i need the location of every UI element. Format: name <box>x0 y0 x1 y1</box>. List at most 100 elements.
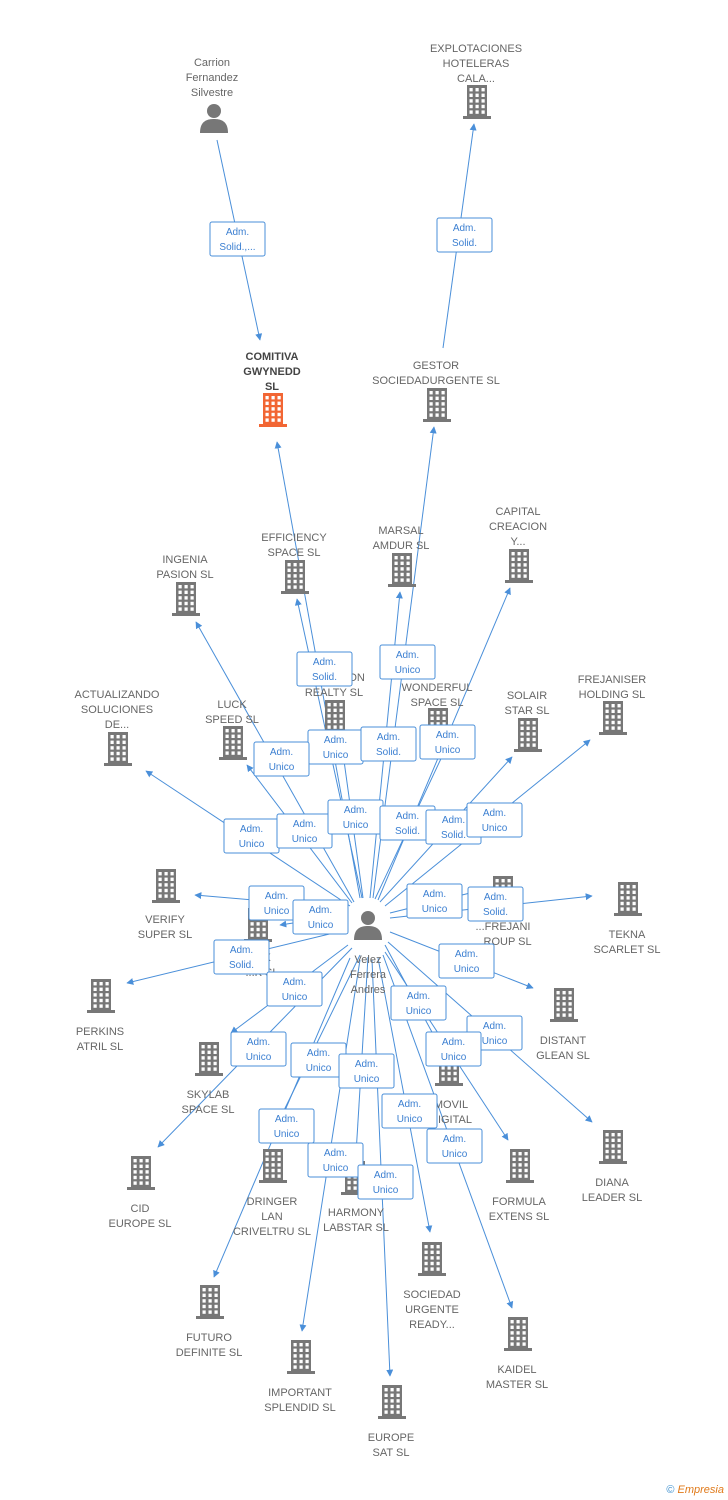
node-label: SPLENDID SL <box>264 1402 336 1414</box>
relation-label-gestor-explotaciones[interactable]: Adm.Solid. <box>436 217 493 253</box>
node-label: SCARLET SL <box>593 944 660 956</box>
building-icon[interactable] <box>505 549 533 583</box>
relation-label-velez-sociedadurgente[interactable]: Adm.Unico <box>381 1093 438 1129</box>
node-label: EUROPE <box>368 1432 414 1444</box>
node-sociedadurgente[interactable]: SOCIEDADURGENTEREADY... <box>403 1242 461 1331</box>
building-icon[interactable] <box>418 1242 446 1276</box>
node-label: GLEAN SL <box>536 1050 590 1062</box>
relation-label-velez-actualizando[interactable]: Adm.Unico <box>223 818 280 854</box>
relation-text: Adm. <box>398 1099 421 1110</box>
relation-label-velez-futuro[interactable]: Adm.Unico <box>258 1108 315 1144</box>
relation-label-velez-cid[interactable]: Adm.Unico <box>230 1031 287 1067</box>
relation-text: Unico <box>323 1163 349 1174</box>
node-capital[interactable]: CAPITALCREACIONY... <box>489 506 547 583</box>
relation-label-velez-kaidel[interactable]: Adm.Unico <box>426 1128 483 1164</box>
relation-label-velez-efficiency[interactable]: Adm.Unico <box>307 729 364 765</box>
building-icon[interactable] <box>504 1317 532 1351</box>
relation-label-velez-capital[interactable]: Adm.Unico <box>419 724 476 760</box>
footer-brand: © Empresia <box>666 1484 724 1496</box>
node-label: DISTANT <box>540 1035 587 1047</box>
node-label: Ferrera <box>350 969 387 981</box>
relation-text: Adm. <box>442 1037 465 1048</box>
relation-label-velez-important[interactable]: Adm.Unico <box>307 1142 364 1178</box>
building-icon[interactable] <box>127 1156 155 1190</box>
building-icon[interactable] <box>104 732 132 766</box>
relation-label-velez-harmony[interactable]: Adm.Unico <box>338 1053 395 1089</box>
relation-label-velez-frejaniser[interactable]: Adm.Unico <box>466 802 523 838</box>
node-label: TEKNA <box>609 929 646 941</box>
building-icon[interactable] <box>152 869 180 903</box>
relation-label-velez-movil[interactable]: Adm.Unico <box>390 985 447 1021</box>
building-icon[interactable] <box>423 388 451 422</box>
building-icon[interactable] <box>259 393 287 427</box>
building-icon[interactable] <box>287 1340 315 1374</box>
building-icon[interactable] <box>259 1149 287 1183</box>
building-icon[interactable] <box>378 1385 406 1419</box>
building-icon[interactable] <box>195 1042 223 1076</box>
node-label: HOTELERAS <box>443 58 510 70</box>
building-icon[interactable] <box>281 560 309 594</box>
building-icon[interactable] <box>172 582 200 616</box>
relation-label-velez-gestor[interactable]: Adm.Unico <box>379 644 436 680</box>
relation-label-velez-distant[interactable]: Adm.Unico <box>438 943 495 979</box>
relation-label-velez-dringer[interactable]: Adm.Unico <box>290 1042 347 1078</box>
relation-label-velez-frejanigroup[interactable]: Adm.Unico <box>406 883 463 919</box>
building-icon[interactable] <box>321 700 349 734</box>
relation-label-velez-wonderful[interactable]: Adm.Solid. <box>379 805 436 841</box>
person-icon[interactable] <box>200 104 228 133</box>
building-icon[interactable] <box>196 1285 224 1319</box>
node-tekna[interactable]: TEKNA SCARLET SL <box>593 882 661 956</box>
relation-label-velez-verify[interactable]: Adm.Unico <box>248 885 305 921</box>
relation-label-velez-formula[interactable]: Adm.Unico <box>425 1031 482 1067</box>
building-icon[interactable] <box>614 882 642 916</box>
relation-label-velez-six[interactable]: Adm.Unico <box>292 899 349 935</box>
building-icon[interactable] <box>219 726 247 760</box>
person-icon[interactable] <box>354 911 382 940</box>
node-actualizando[interactable]: ACTUALIZANDOSOLUCIONESDE... <box>75 689 160 766</box>
building-icon[interactable] <box>599 701 627 735</box>
relation-label-velez-europesat[interactable]: Adm.Unico <box>357 1164 414 1200</box>
relation-label-velez-marsal[interactable]: Adm.Solid. <box>360 726 417 762</box>
building-icon[interactable] <box>514 718 542 752</box>
relation-label-carrion-comitiva[interactable]: Adm.Solid.,... <box>209 221 266 257</box>
building-icon[interactable] <box>388 553 416 587</box>
node-distant[interactable]: DISTANT GLEAN SL <box>536 988 590 1062</box>
building-icon[interactable] <box>506 1149 534 1183</box>
relation-text: Solid. <box>483 907 508 918</box>
relation-label-velez-luck[interactable]: Adm.Unico <box>276 813 333 849</box>
relation-label-velez-comitiva[interactable]: Adm.Solid. <box>296 651 353 687</box>
relation-label-velez-perkins[interactable]: Adm.Solid. <box>213 939 270 975</box>
building-icon[interactable] <box>87 979 115 1013</box>
node-explotaciones[interactable]: EXPLOTACIONESHOTELERASCALA... <box>430 43 522 119</box>
relation-label-velez-skylab[interactable]: Adm.Unico <box>266 971 323 1007</box>
relation-label-velez-ingenia[interactable]: Adm.Unico <box>253 741 310 777</box>
building-icon[interactable] <box>599 1130 627 1164</box>
relation-text: Unico <box>292 834 318 845</box>
building-icon[interactable] <box>550 988 578 1022</box>
relation-label-velez-conditionrealty[interactable]: Adm.Unico <box>327 799 384 835</box>
relation-text: Unico <box>406 1006 432 1017</box>
building-icon[interactable] <box>463 85 491 119</box>
relation-label-velez-tekna[interactable]: Adm.Solid. <box>467 886 524 922</box>
